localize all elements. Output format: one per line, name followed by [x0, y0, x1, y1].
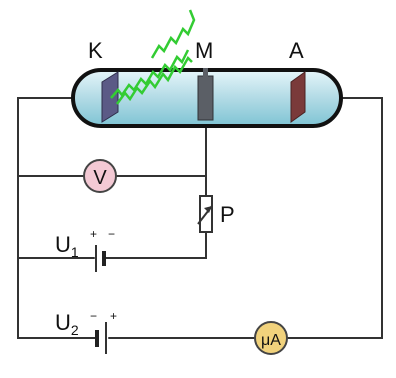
battery-u1-minus: −	[108, 227, 115, 241]
voltmeter-icon: V	[83, 159, 117, 193]
microammeter-body	[254, 321, 288, 355]
potentiometer-arrowhead	[204, 206, 212, 213]
anode-plate	[290, 71, 306, 123]
grid-stem	[203, 68, 208, 78]
potentiometer-label: P	[220, 202, 235, 227]
vacuum-tube	[71, 68, 343, 128]
microammeter-label: μA	[261, 332, 281, 349]
battery-u2: − + U2	[55, 309, 117, 354]
anode-label: A	[289, 38, 304, 63]
battery-u1: + − U1	[55, 227, 115, 272]
cathode-label: K	[88, 38, 103, 63]
voltmeter-label: V	[93, 167, 107, 189]
cathode-plate	[101, 71, 119, 123]
battery-u1-plus: +	[90, 227, 97, 241]
battery-u1-label: U1	[55, 232, 79, 260]
battery-u2-label-base: U	[55, 310, 71, 335]
battery-u1-label-base: U	[55, 232, 71, 257]
voltmeter-body	[83, 159, 117, 193]
battery-u2-minus: −	[90, 309, 97, 323]
circuit-wires	[17, 97, 383, 339]
battery-u2-label-sub: 2	[71, 322, 79, 338]
battery-u2-label: U2	[55, 310, 79, 338]
microammeter-icon: μA	[254, 321, 288, 355]
grid-label: M	[195, 38, 213, 63]
potentiometer-icon	[197, 195, 213, 233]
battery-u1-label-sub: 1	[71, 244, 79, 260]
battery-u2-plus: +	[110, 309, 117, 323]
grid-plate	[197, 75, 214, 121]
zigzag-light-rays-icon	[110, 9, 196, 105]
